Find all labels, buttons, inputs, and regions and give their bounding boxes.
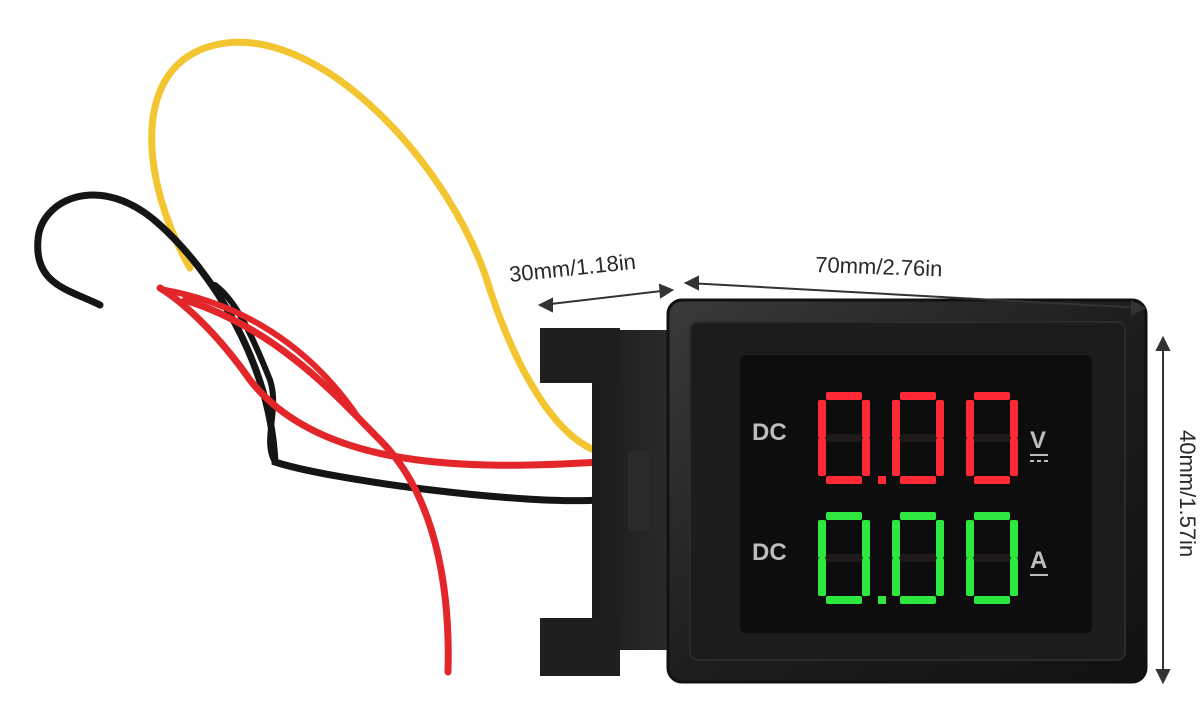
width-dimension-label: 70mm/2.76in <box>815 252 943 281</box>
segment-b <box>1010 520 1018 558</box>
seven-segment-digit <box>818 392 870 484</box>
seven-segment-digit <box>892 512 944 604</box>
segment-c <box>1010 438 1018 476</box>
segment-d <box>826 596 862 604</box>
segment-e <box>966 558 974 596</box>
black-wire <box>34 191 604 505</box>
segment-b <box>936 520 944 558</box>
segment-a <box>826 512 862 520</box>
segment-g <box>826 554 862 562</box>
red-wire-1 <box>156 284 604 469</box>
segment-d <box>900 596 936 604</box>
voltage-unit-label: V <box>1030 427 1046 454</box>
segment-g <box>974 554 1010 562</box>
segment-e <box>818 438 826 476</box>
voltage-mode-label: DC <box>752 419 787 446</box>
segment-e <box>892 558 900 596</box>
segment-e <box>966 438 974 476</box>
voltage-reading <box>818 392 1018 484</box>
meter-housing <box>540 328 682 676</box>
display-window <box>740 355 1092 633</box>
height-dimension-label: 40mm/1.57in <box>1175 430 1200 557</box>
segment-d <box>900 476 936 484</box>
segment-b <box>936 400 944 438</box>
black-wire-segment <box>212 282 278 465</box>
segment-b <box>862 400 870 438</box>
segment-a <box>900 512 936 520</box>
segment-a <box>974 392 1010 400</box>
segment-c <box>862 438 870 476</box>
seven-segment-digit <box>966 392 1018 484</box>
segment-f <box>892 520 900 558</box>
segment-e <box>892 438 900 476</box>
top-clip <box>540 328 620 383</box>
side-latch <box>628 450 650 530</box>
segment-c <box>862 558 870 596</box>
seven-segment-digit <box>818 512 870 604</box>
segment-f <box>966 400 974 438</box>
segment-b <box>1010 400 1018 438</box>
segment-g <box>900 434 936 442</box>
segment-f <box>892 400 900 438</box>
seven-segment-digit <box>966 512 1018 604</box>
segment-e <box>818 558 826 596</box>
bottom-clip <box>540 618 620 676</box>
current-unit-label: A <box>1030 547 1047 574</box>
segment-d <box>826 476 862 484</box>
segment-a <box>900 392 936 400</box>
segment-g <box>974 434 1010 442</box>
segment-g <box>826 434 862 442</box>
segment-f <box>966 520 974 558</box>
red-wire-2 <box>181 296 452 676</box>
segment-d <box>974 596 1010 604</box>
wires <box>34 38 604 676</box>
yellow-wire <box>148 38 604 456</box>
segment-c <box>1010 558 1018 596</box>
segment-a <box>826 392 862 400</box>
current-mode-label: DC <box>752 539 787 566</box>
width-dimension-line <box>687 282 1143 309</box>
segment-a <box>974 512 1010 520</box>
segment-c <box>936 558 944 596</box>
meter-front-bezel <box>666 298 1148 684</box>
segment-f <box>818 520 826 558</box>
segment-g <box>900 554 936 562</box>
segment-f <box>818 400 826 438</box>
decimal-point <box>878 476 886 484</box>
decimal-point <box>878 596 886 604</box>
red-wire-3 <box>162 287 363 423</box>
segment-b <box>862 520 870 558</box>
depth-dimension-line <box>541 289 671 306</box>
seven-segment-digit <box>892 392 944 484</box>
segment-d <box>974 476 1010 484</box>
dimension-lines <box>537 275 1171 685</box>
segment-c <box>936 438 944 476</box>
depth-dimension-label: 30mm/1.18in <box>508 249 637 287</box>
current-reading <box>818 512 1018 604</box>
